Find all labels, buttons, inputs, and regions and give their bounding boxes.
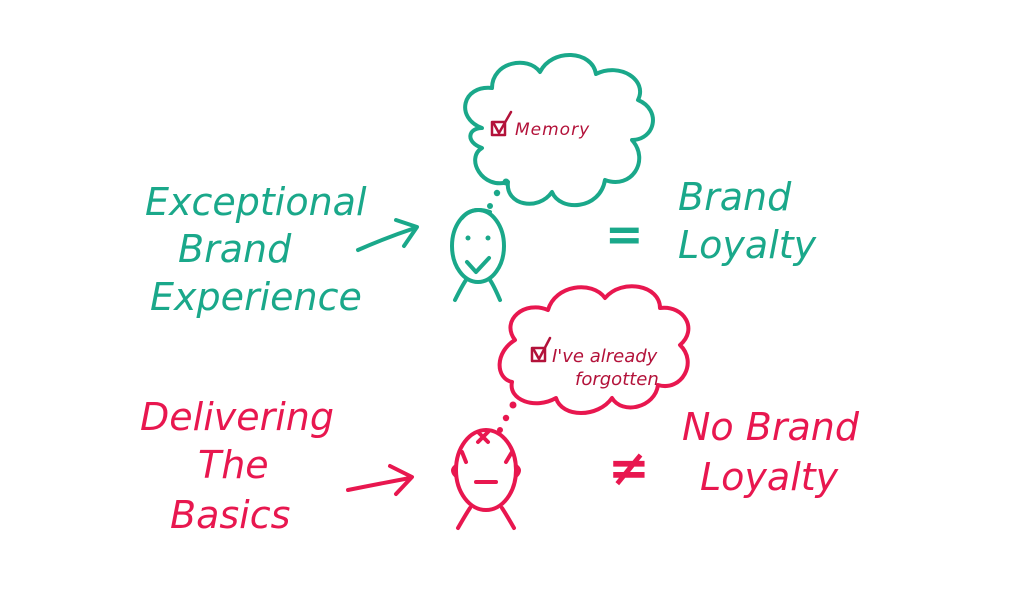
forgotten-line-2: forgotten — [575, 369, 659, 390]
top-result-line-1: Brand — [678, 175, 792, 219]
forgotten-line-1: I've already — [552, 346, 658, 367]
memory-label: Memory — [515, 120, 590, 140]
bottom-cause-line-1: Delivering — [140, 395, 334, 439]
bottom-arrow-icon — [346, 464, 414, 496]
bottom-result-line-1: No Brand — [682, 405, 860, 449]
happy-face-icon — [450, 208, 506, 302]
forgotten-checkbox-icon — [530, 336, 552, 363]
top-cause-text: Exceptional Brand Experience — [145, 180, 367, 319]
top-arrow-icon — [356, 218, 419, 252]
memory-thought-cloud — [463, 53, 655, 208]
top-cause-line-1: Exceptional — [145, 180, 367, 224]
not-equal-symbol: ≠ — [608, 439, 650, 497]
bottom-result-text: No Brand Loyalty — [682, 405, 860, 499]
bottom-cause-line-3: Basics — [170, 493, 290, 537]
bottom-result-line-2: Loyalty — [700, 455, 839, 499]
forgotten-label: I've already forgotten — [552, 346, 659, 390]
top-result-line-2: Loyalty — [678, 223, 817, 267]
equals-symbol: = — [605, 207, 644, 261]
forgotten-thought-cloud — [497, 284, 691, 415]
top-cause-line-2: Brand — [178, 227, 292, 271]
blank-face-icon — [451, 428, 521, 530]
thought-dots-bottom — [497, 401, 517, 433]
bottom-cause-text: Delivering The Basics — [140, 395, 334, 537]
memory-checkbox-icon — [490, 110, 513, 137]
top-result-text: Brand Loyalty — [678, 175, 817, 267]
bottom-cause-line-2: The — [198, 443, 269, 487]
top-cause-line-3: Experience — [150, 275, 362, 319]
